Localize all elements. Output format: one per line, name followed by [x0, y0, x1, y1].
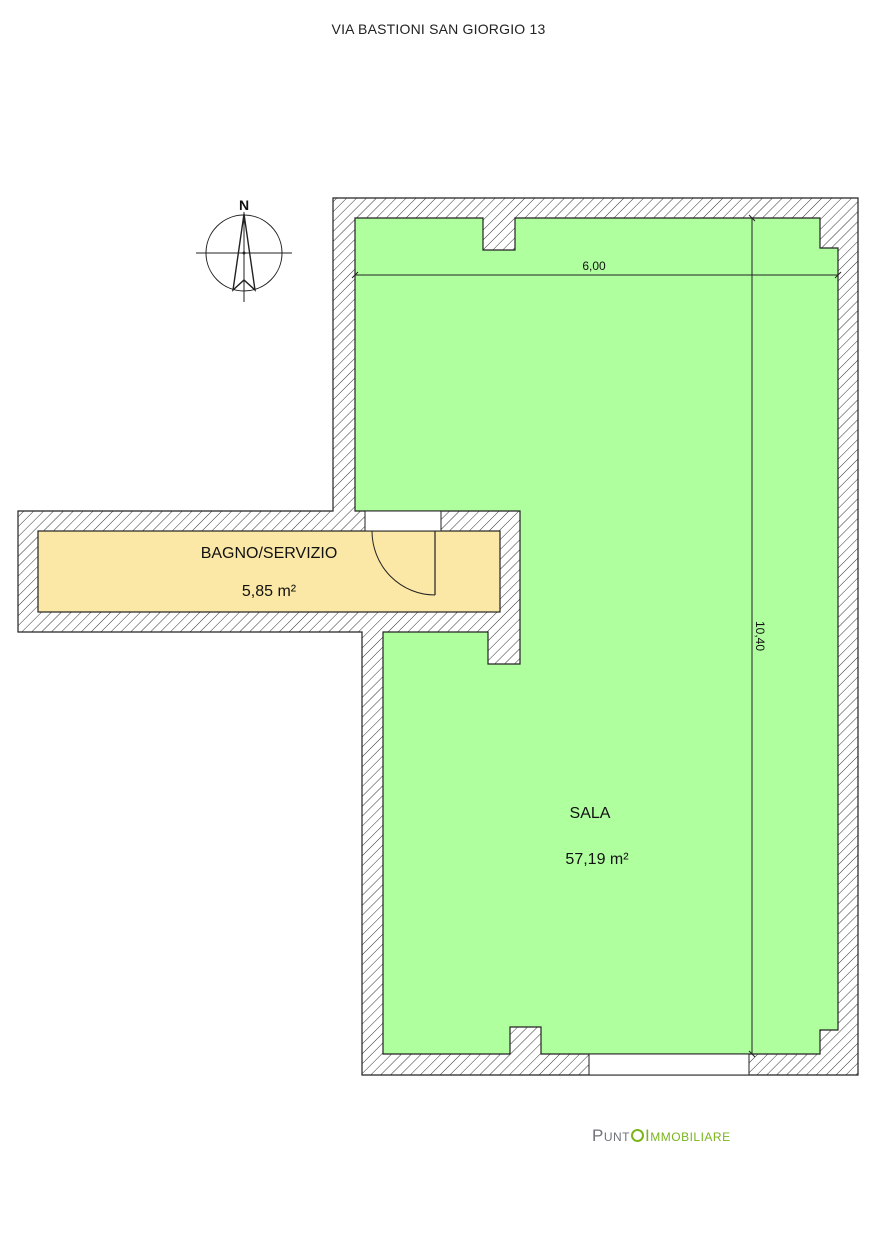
dimension-length-label: 10,40 [753, 621, 767, 651]
compass-north-label: N [239, 197, 249, 213]
bagno-name: BAGNO/SERVIZIO [201, 545, 338, 562]
dimension-width-label: 6,00 [582, 259, 606, 273]
bagno-area: 5,85 m² [242, 583, 297, 600]
sala-area: 57,19 m² [565, 851, 629, 868]
bagno-door-swing [371, 530, 436, 596]
bagno-floor [37, 530, 501, 613]
brand-logo-icon [631, 1129, 645, 1142]
brand-name-part2: Immobiliare [645, 1126, 731, 1145]
plan-title: VIA BASTIONI SAN GIORGIO 13 [331, 21, 546, 37]
brand-logo: Punt Immobiliare [592, 1126, 731, 1146]
bottom-opening [588, 1053, 750, 1076]
sala-name: SALA [570, 805, 611, 822]
bagno-door-opening [364, 510, 442, 532]
sala-floor [354, 217, 839, 1055]
brand-name-part1: Punt [592, 1126, 631, 1145]
compass-icon [196, 212, 292, 302]
